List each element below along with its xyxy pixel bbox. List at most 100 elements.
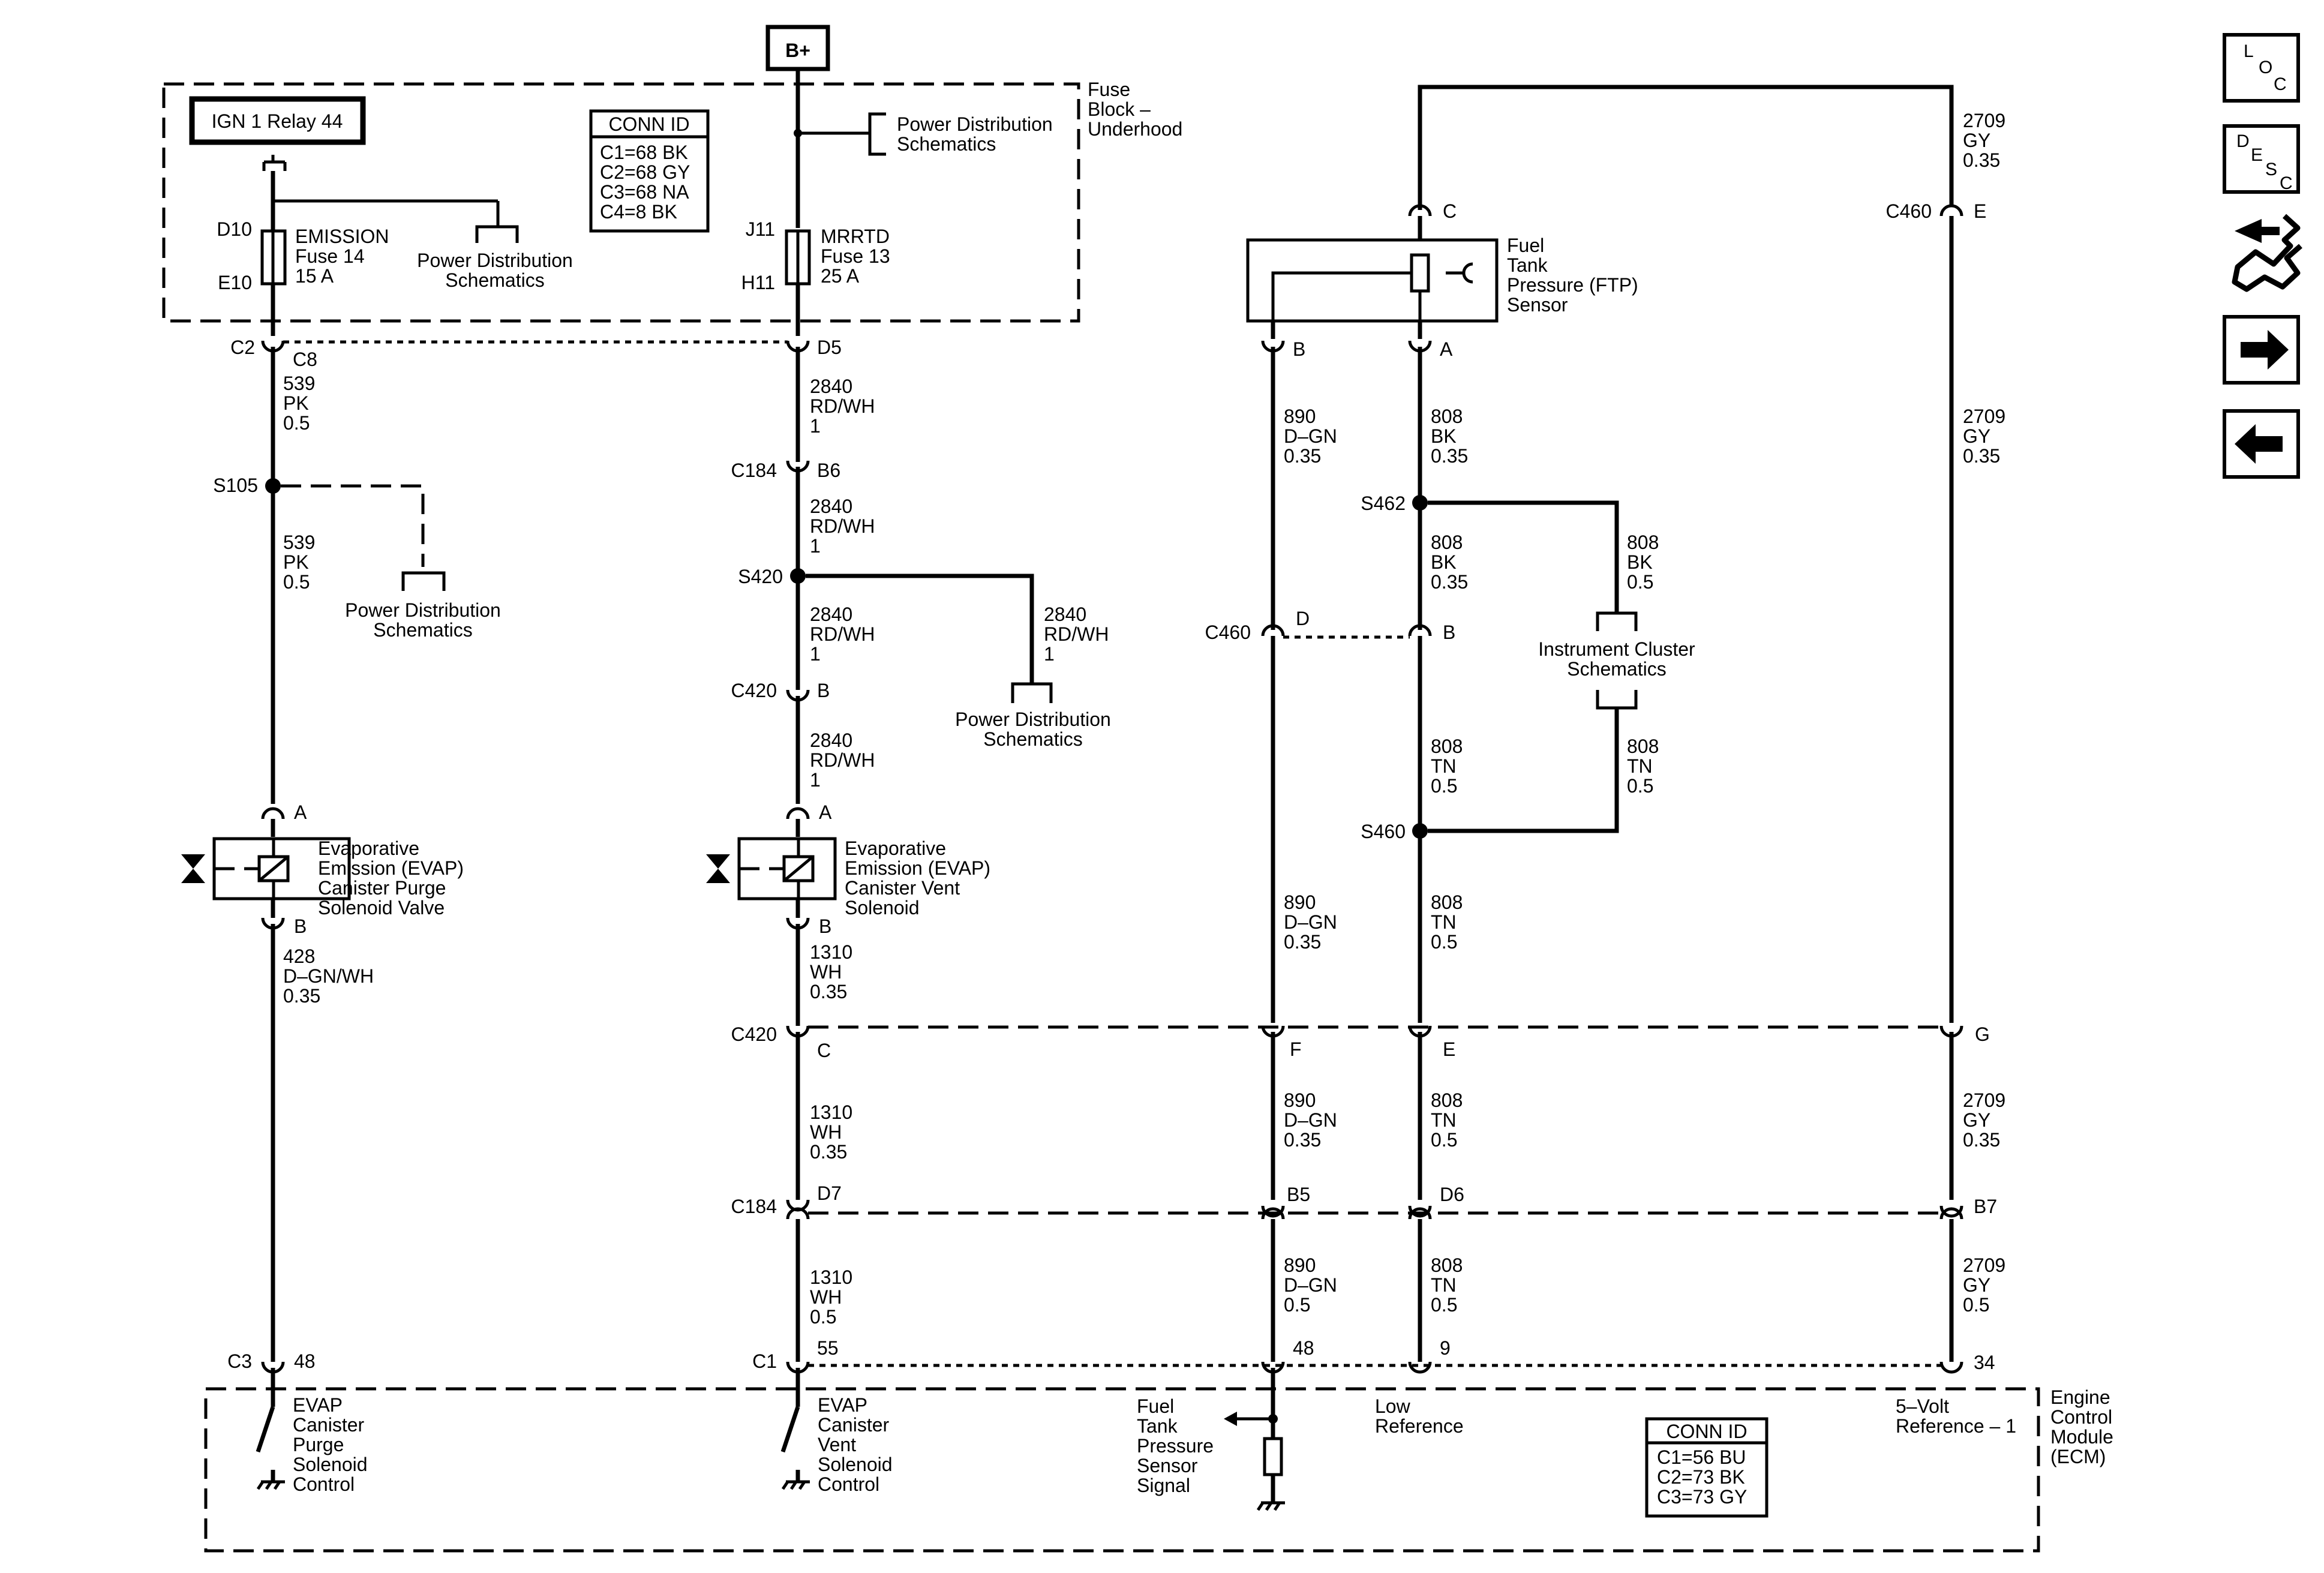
back-button[interactable]	[2223, 409, 2300, 479]
svg-text:1: 1	[810, 415, 821, 437]
ground-icon	[256, 1480, 285, 1490]
svg-text:1: 1	[1044, 643, 1055, 665]
svg-text:Sensor: Sensor	[1137, 1455, 1198, 1476]
svg-text:RD/WH: RD/WH	[810, 395, 875, 417]
svg-text:Schematics: Schematics	[373, 619, 472, 641]
svg-text:0.5: 0.5	[1627, 775, 1653, 797]
ign-relay: IGN 1 Relay 44	[189, 96, 366, 145]
svg-text:0.5: 0.5	[1431, 1129, 1457, 1151]
svg-text:Solenoid Valve: Solenoid Valve	[318, 897, 445, 918]
svg-text:A: A	[1440, 338, 1453, 360]
svg-text:2840: 2840	[810, 376, 852, 397]
svg-text:48: 48	[294, 1350, 316, 1372]
svg-text:Emission (EVAP): Emission (EVAP)	[318, 857, 464, 879]
svg-text:CONN ID: CONN ID	[608, 113, 689, 135]
svg-text:890: 890	[1284, 891, 1316, 913]
svg-text:0.5: 0.5	[1431, 1294, 1457, 1316]
svg-text:0.35: 0.35	[1963, 1129, 2000, 1151]
svg-text:B: B	[817, 680, 830, 701]
connector-tool-button[interactable]	[2232, 214, 2302, 292]
svg-text:C3=68 NA: C3=68 NA	[600, 181, 689, 203]
ground-icon	[781, 1480, 810, 1490]
svg-text:MRRTD: MRRTD	[821, 226, 890, 247]
svg-text:Evaporative: Evaporative	[845, 837, 946, 859]
gy-loop-wire	[1418, 85, 1954, 210]
desc-button[interactable]: D E S C	[2223, 124, 2300, 194]
svg-text:1: 1	[810, 535, 821, 557]
svg-text:Control: Control	[2050, 1406, 2112, 1428]
svg-text:BK: BK	[1627, 551, 1653, 573]
svg-text:C4=8 BK: C4=8 BK	[600, 201, 677, 223]
svg-text:D5: D5	[817, 337, 842, 358]
svg-text:C: C	[817, 1040, 831, 1061]
svg-text:GY: GY	[1963, 130, 1990, 151]
svg-text:5–Volt: 5–Volt	[1896, 1395, 1949, 1417]
svg-text:0.35: 0.35	[810, 1141, 847, 1163]
svg-text:E10: E10	[218, 272, 252, 293]
svg-text:0.35: 0.35	[1284, 445, 1321, 467]
svg-text:0.35: 0.35	[1431, 445, 1468, 467]
next-button[interactable]	[2223, 315, 2300, 385]
svg-text:EVAP: EVAP	[818, 1394, 867, 1416]
purge-solenoid-valve	[181, 837, 351, 900]
svg-text:Tank: Tank	[1137, 1415, 1178, 1437]
svg-text:2840: 2840	[810, 496, 852, 517]
svg-text:Module: Module	[2050, 1426, 2113, 1448]
svg-text:C3: C3	[227, 1350, 252, 1372]
arrow-left-icon	[1224, 1412, 1237, 1426]
svg-text:Signal: Signal	[1137, 1475, 1190, 1496]
svg-text:2709: 2709	[1963, 1089, 2005, 1111]
wrench-arrow-icon	[2235, 219, 2280, 243]
svg-text:B: B	[1443, 622, 1455, 643]
svg-text:Power Distribution: Power Distribution	[955, 709, 1111, 730]
svg-text:D–GN: D–GN	[1284, 425, 1337, 447]
valve-icon	[706, 854, 730, 883]
svg-text:1: 1	[810, 769, 821, 791]
svg-text:S105: S105	[213, 475, 258, 496]
svg-text:WH: WH	[810, 1121, 842, 1143]
svg-text:BK: BK	[1431, 551, 1457, 573]
connector-c460-b-icon	[1408, 624, 1432, 637]
svg-text:0.5: 0.5	[1431, 775, 1457, 797]
power-dist-ref-b-icon	[868, 112, 886, 156]
svg-text:Fuel: Fuel	[1507, 235, 1544, 256]
fuse-block-outline	[162, 82, 1080, 323]
svg-text:TN: TN	[1431, 911, 1457, 933]
svg-text:808: 808	[1627, 736, 1659, 757]
svg-text:1: 1	[810, 643, 821, 665]
svg-text:0.5: 0.5	[283, 412, 310, 434]
svg-text:GY: GY	[1963, 1274, 1990, 1296]
svg-text:Solenoid: Solenoid	[845, 897, 920, 918]
svg-text:F: F	[1290, 1038, 1302, 1060]
fuse-block-label-3: Underhood	[1088, 118, 1182, 140]
svg-text:Engine: Engine	[2050, 1386, 2110, 1408]
svg-text:E: E	[1443, 1038, 1455, 1060]
svg-text:Schematics: Schematics	[983, 728, 1082, 750]
power-dist-ref-d-icon	[1011, 682, 1053, 703]
arrow-right-icon	[2241, 330, 2289, 370]
svg-text:25 A: 25 A	[821, 265, 860, 287]
svg-text:Canister: Canister	[293, 1414, 365, 1436]
svg-text:Power Distribution: Power Distribution	[897, 113, 1053, 135]
vent-driver-switch	[780, 1368, 810, 1490]
svg-text:TN: TN	[1431, 1109, 1457, 1131]
svg-text:808: 808	[1431, 1254, 1463, 1276]
fuse-block-label-1: Fuse	[1088, 79, 1130, 100]
instrument-ref-top-icon	[1596, 611, 1638, 631]
svg-text:C184: C184	[731, 460, 777, 481]
svg-text:539: 539	[283, 532, 315, 553]
mrrtd-fuse: J11 H11 MRRTD Fuse 13 25 A	[741, 218, 890, 293]
svg-text:C2=68 GY: C2=68 GY	[600, 161, 690, 183]
loc-button[interactable]: L O C	[2223, 33, 2300, 103]
svg-text:0.35: 0.35	[1284, 1129, 1321, 1151]
svg-text:TN: TN	[1627, 755, 1653, 777]
svg-text:E: E	[1974, 200, 1986, 222]
svg-text:B5: B5	[1287, 1184, 1310, 1205]
svg-text:890: 890	[1284, 1089, 1316, 1111]
purge-driver-switch	[256, 1368, 285, 1490]
svg-text:B: B	[819, 915, 831, 937]
svg-text:Pressure: Pressure	[1137, 1435, 1214, 1457]
svg-text:1310: 1310	[810, 1266, 852, 1288]
svg-text:S420: S420	[738, 566, 783, 587]
